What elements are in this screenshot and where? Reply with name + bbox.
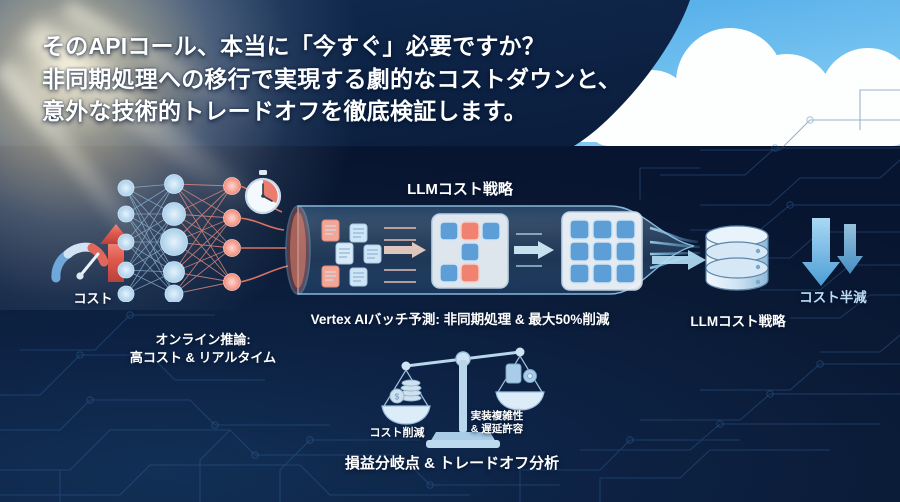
database-label: LLMコスト戦略 bbox=[690, 314, 786, 329]
arrow-down-icon bbox=[802, 218, 863, 286]
uniform-grid-icon bbox=[561, 211, 643, 291]
cost-gauge-group bbox=[51, 224, 132, 283]
flow-arrow-icon bbox=[652, 250, 706, 270]
svg-text:$: $ bbox=[395, 393, 400, 402]
pipeline-title: LLMコスト戦略 bbox=[407, 181, 513, 198]
half-cost-label: コスト半減 bbox=[799, 290, 867, 305]
scale-right-pan-line-2: & 遅延許容 bbox=[470, 423, 524, 436]
cloud-icon bbox=[800, 100, 900, 146]
scale-caption: 損益分岐点 & トレードオフ分析 bbox=[344, 455, 560, 472]
scale-right-pan-label: 実装複雑性 & 遅延許容 bbox=[452, 410, 542, 437]
batch-grid-icon bbox=[431, 213, 509, 289]
online-inference-line-2: 高コスト & リアルタイム bbox=[129, 350, 277, 366]
pipeline-caption: Vertex AIバッチ予測: 非同期処理 & 最大50%削減 bbox=[310, 312, 610, 327]
online-inference-line-1: オンライン推論: bbox=[155, 332, 251, 347]
coins-icon bbox=[389, 379, 422, 404]
pipeline-diagram bbox=[282, 205, 700, 295]
scale-left-pan-label: コスト削減 bbox=[369, 427, 425, 439]
stopwatch-icon bbox=[244, 170, 282, 215]
headline-line-1: そのAPIコール、本当に「今すぐ」必要ですか？ bbox=[42, 33, 545, 59]
neural-network-diagram bbox=[117, 174, 289, 302]
headline-line-3: 意外な技術的トレードオフを徹底検証します。 bbox=[42, 98, 527, 125]
gear-code-icon bbox=[505, 363, 537, 384]
headline: そのAPIコール、本当に「今すぐ」必要ですか？ 非同期処理への移行で実現する劇的… bbox=[42, 30, 662, 128]
balance-scale-icon: $ bbox=[381, 347, 545, 448]
database-icon bbox=[705, 225, 769, 291]
cost-label: コスト bbox=[73, 291, 113, 306]
scale-right-pan-line-1: 実装複雑性 bbox=[470, 410, 524, 422]
online-inference-caption: オンライン推論: 高コスト & リアルタイム bbox=[108, 331, 298, 368]
headline-line-2: 非同期処理への移行で実現する劇的なコストダウンと、 bbox=[42, 65, 622, 92]
speedometer-icon bbox=[51, 242, 109, 283]
document-card-icon bbox=[321, 219, 382, 288]
